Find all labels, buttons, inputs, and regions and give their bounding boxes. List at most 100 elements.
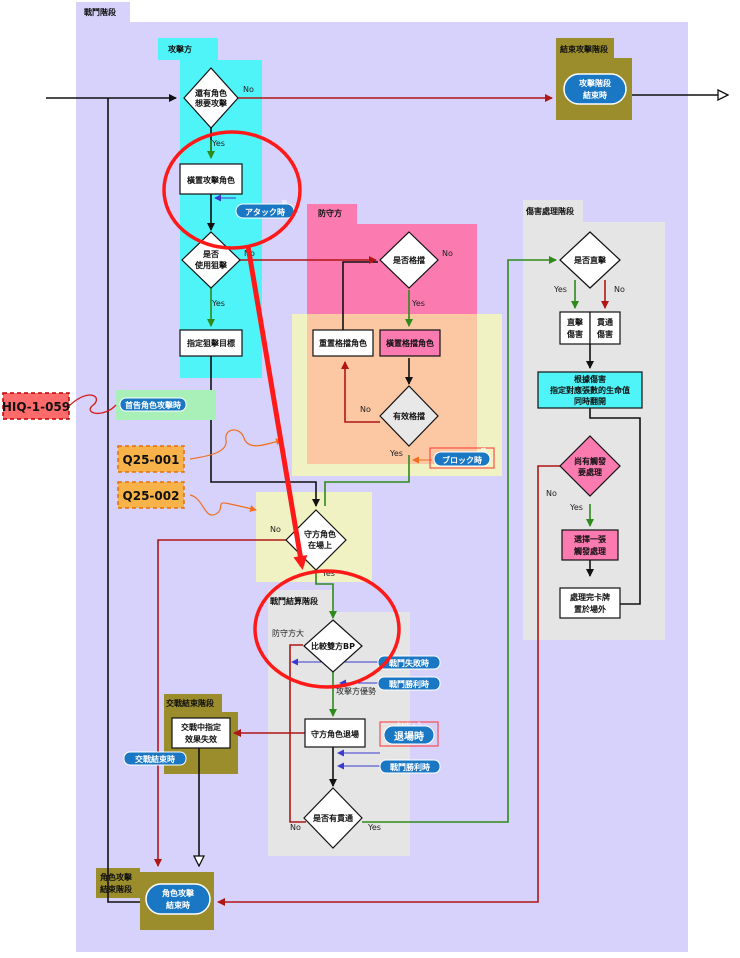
exchange-invalid-line1: 交戰中指定 [181,722,221,732]
trigger-done-line2: 置於場外 [574,604,606,614]
exchange-invalid-line2: 效果失效 [185,734,217,744]
is-direct-yes-label: Yes [553,285,567,294]
is-block-yes-label: Yes [411,299,425,308]
valid-block-yes-label: Yes [389,449,403,458]
assign-target-text: 指定狙擊目標 [187,338,235,348]
assign-target-node: 指定狙擊目標 [179,329,243,357]
battle-phase-title: 戰鬥階段 [84,7,116,17]
battle-win-pill: 戰鬥勝利時 [377,676,441,691]
battle-win-pill-2: 戰鬥勝利時 [379,759,441,774]
is-penetrate-text: 是否有貫通 [312,813,353,823]
defender-leaves-node: 守方角色退場 [304,718,366,748]
char-attack-end-title-1: 角色攻擊 [100,872,133,882]
on-field-no-label: No [270,525,281,534]
has-trigger-line1: 尚有觸發 [574,456,607,466]
flip-life-line3: 同時翻開 [574,396,606,406]
direct-dmg-line1: 直擊 [567,317,584,327]
choose-trigger-line2: 觸發處理 [574,546,606,556]
flip-life-line2: 指定對應張數的生命值 [550,385,630,395]
battle-win-text: 戰鬥勝利時 [389,679,429,689]
exchange-invalid-node: 交戰中指定 效果失效 [171,717,231,749]
pierce-dmg-line2: 傷害 [596,329,613,339]
has-attacker-line2: 想要攻擊 [194,98,228,108]
trigger-done-node: 處理完卡牌 置於場外 [559,587,621,619]
battle-lose-pill: 戰鬥失敗時 [377,655,441,670]
use-sniper-line1: 是否 [202,249,219,259]
retreat-timing-text: 退場時 [394,730,424,743]
valid-block-decision: 有效格擋 [379,385,439,447]
char-end-line1: 角色攻擊 [162,888,195,898]
direct-damage-node: 直擊 傷害 [559,311,591,345]
attack-timing-text: アタック時 [245,207,285,217]
valid-block-text: 有效格擋 [393,411,425,421]
damage-phase-section: 傷害處理階段 [523,200,665,640]
retreat-timing-pill: 退場時 たいじょう [379,721,439,747]
hiq-tag: HIQ-1-059 [2,392,117,420]
settlement-phase-title: 戰鬥結算階段 [270,596,318,606]
direct-dmg-line2: 傷害 [566,329,583,339]
q001-tag-text: Q25-001 [123,453,180,467]
attacker-stronger-label: 攻擊方優勢 [336,686,376,696]
on-field-line1: 守方角色 [304,529,336,539]
battle-lose-text: 戰鬥失敗時 [389,658,429,668]
trigger-done-line1: 處理完卡牌 [570,592,610,602]
tap-attacker-node: 橫置攻擊角色 [179,163,243,195]
attack-timing-ruby: 時 [282,200,287,206]
tap-blocker-node: 橫置格擋角色 [379,329,441,357]
block-timing-text: ブロック時 [442,455,482,465]
has-trigger-decision: 尚有觸發 要處理 [559,435,621,497]
q001-tag: Q25-001 [117,429,283,473]
char-attack-end-pill: 角色攻擊 結束時 [145,883,211,915]
is-direct-no-label: No [614,285,625,294]
pierce-dmg-line1: 貫通 [597,317,613,327]
green-connectors [207,140,594,823]
end-attack-phase-title: 結束攻擊階段 [560,44,608,54]
is-direct-text: 是否直擊 [573,255,607,265]
block-timing-ruby: 時 [481,448,486,454]
valid-block-no-label: No [360,405,371,414]
pierce-damage-node: 貫通 傷害 [589,311,621,345]
attack-end-pill: 攻擊階段 結束時 [563,73,627,105]
defender-leaves-text: 守方角色退場 [311,729,359,739]
use-sniper-yes-label: Yes [211,299,225,308]
choose-trigger-node: 選擇一張 觸發處理 [561,529,619,561]
reset-blocker-text: 重置格擋角色 [319,338,367,348]
q002-tag-text: Q25-002 [123,489,180,503]
attacker-title: 攻擊方 [168,44,192,54]
battle-win2-text: 戰鬥勝利時 [390,762,430,772]
block-timing-pill: ブロック時 時 [429,447,495,469]
attack-end-line1: 攻擊階段 [579,78,611,88]
defender-stronger-label: 防守方大 [272,628,304,638]
red-connectors [154,94,609,906]
defender-title: 防守方 [318,208,342,218]
flip-life-line1: 根據傷害 [574,374,606,384]
on-field-yes-label: Yes [321,569,335,578]
has-trigger-line2: 要處理 [578,467,602,477]
attack-end-line2: 結束時 [583,90,607,100]
is-block-no-label: No [442,249,453,258]
is-block-decision: 是否格擋 [379,231,439,289]
first-attack-box: 首告角色攻擊時 [116,390,216,420]
tap-attacker-text: 橫置攻擊角色 [187,175,235,185]
tap-blocker-text: 橫置格擋角色 [386,338,434,348]
exchange-end-title: 交戰結束階段 [166,698,214,708]
compare-bp-text: 比較雙方BP [311,641,355,651]
is-direct-decision: 是否直擊 [559,231,621,289]
has-attacker-no-label: No [243,85,254,94]
is-penetrate-decision: 是否有貫通 [303,787,363,849]
exchange-end-text: 交戰結束時 [135,754,175,764]
first-attack-text: 首告角色攻擊時 [125,400,181,410]
choose-trigger-line1: 選擇一張 [574,534,607,544]
has-trigger-no-label: No [546,489,557,498]
on-field-line2: 在場上 [308,540,332,550]
exchange-end-pill: 交戰結束時 [123,751,187,766]
highlight-overlays [162,130,401,689]
char-end-line2: 結束時 [166,900,190,910]
is-penetrate-no-label: No [290,823,301,832]
has-attacker-line1: 還有角色 [195,88,227,98]
reset-blocker-node: 重置格擋角色 [312,329,374,357]
is-block-text: 是否格擋 [392,255,425,265]
is-penetrate-yes-label: Yes [367,823,381,832]
hiq-tag-text: HIQ-1-059 [2,400,70,414]
damage-phase-title: 傷害處理階段 [525,206,574,216]
